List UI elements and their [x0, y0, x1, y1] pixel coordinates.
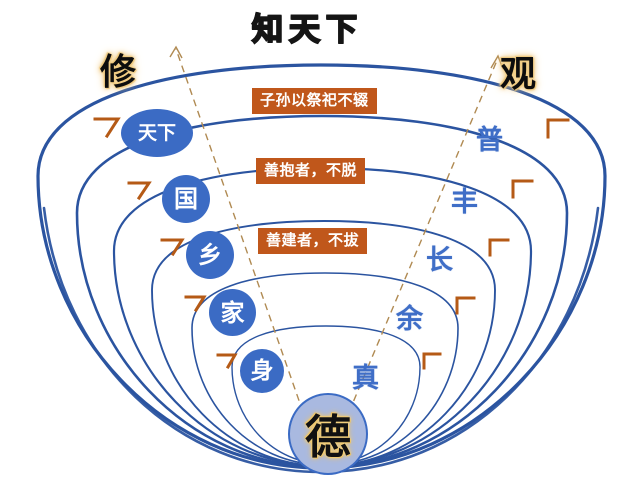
right-arrow-icon-5	[422, 352, 442, 370]
right-arrow-icon-2	[511, 179, 534, 199]
tag-label-2: 善抱者，不脱	[256, 158, 366, 184]
left-arrow-icon-1	[93, 117, 121, 139]
level-badge-jia[interactable]: 家	[209, 289, 256, 336]
ring-outer-3	[112, 166, 533, 468]
corner-word-left: 修	[100, 52, 137, 93]
corner-word-right: 观	[500, 54, 537, 95]
level-badge-tianxia[interactable]: 天下	[121, 109, 193, 157]
side-word-feng: 丰	[451, 187, 478, 218]
level-badge-xiang[interactable]: 乡	[186, 231, 234, 279]
ring-outer-4	[151, 220, 496, 467]
guide-line-right	[348, 57, 499, 413]
guide-line-left	[175, 48, 304, 413]
ring-outer-6	[231, 325, 421, 465]
guide-arrow-left-icon	[169, 45, 183, 59]
left-arrow-icon-3	[160, 238, 185, 257]
guide-arrow-right-icon	[490, 54, 504, 70]
side-word-pu: 普	[476, 125, 503, 156]
ring-outer-1	[36, 63, 607, 470]
left-arrow-ticks	[93, 117, 238, 370]
right-arrow-icon-3	[488, 238, 510, 257]
core-node[interactable]: 德	[288, 393, 368, 475]
side-word-zhen: 真	[352, 363, 379, 394]
side-word-chang: 长	[426, 245, 453, 276]
level-badge-guo[interactable]: 国	[162, 175, 210, 223]
core-node-label: 德	[305, 410, 351, 464]
tag-label-3: 善建者，不拔	[258, 228, 368, 254]
level-badge-shen[interactable]: 身	[240, 349, 284, 393]
guide-arrowheads	[169, 45, 504, 70]
left-arrow-icon-5	[216, 353, 238, 370]
guide-lines	[175, 48, 499, 413]
ring-outer-2	[75, 114, 569, 469]
ring-outer-5	[191, 272, 459, 466]
page-title: 知天下	[251, 11, 363, 49]
left-arrow-icon-4	[184, 295, 207, 313]
right-arrow-icon-1	[546, 118, 570, 139]
right-arrow-ticks	[422, 118, 570, 370]
right-arrow-icon-4	[455, 296, 476, 315]
tag-label-1: 子孙以祭祀不辍	[252, 88, 377, 114]
left-arrow-icon-2	[127, 181, 152, 201]
side-word-yu: 余	[396, 304, 423, 335]
